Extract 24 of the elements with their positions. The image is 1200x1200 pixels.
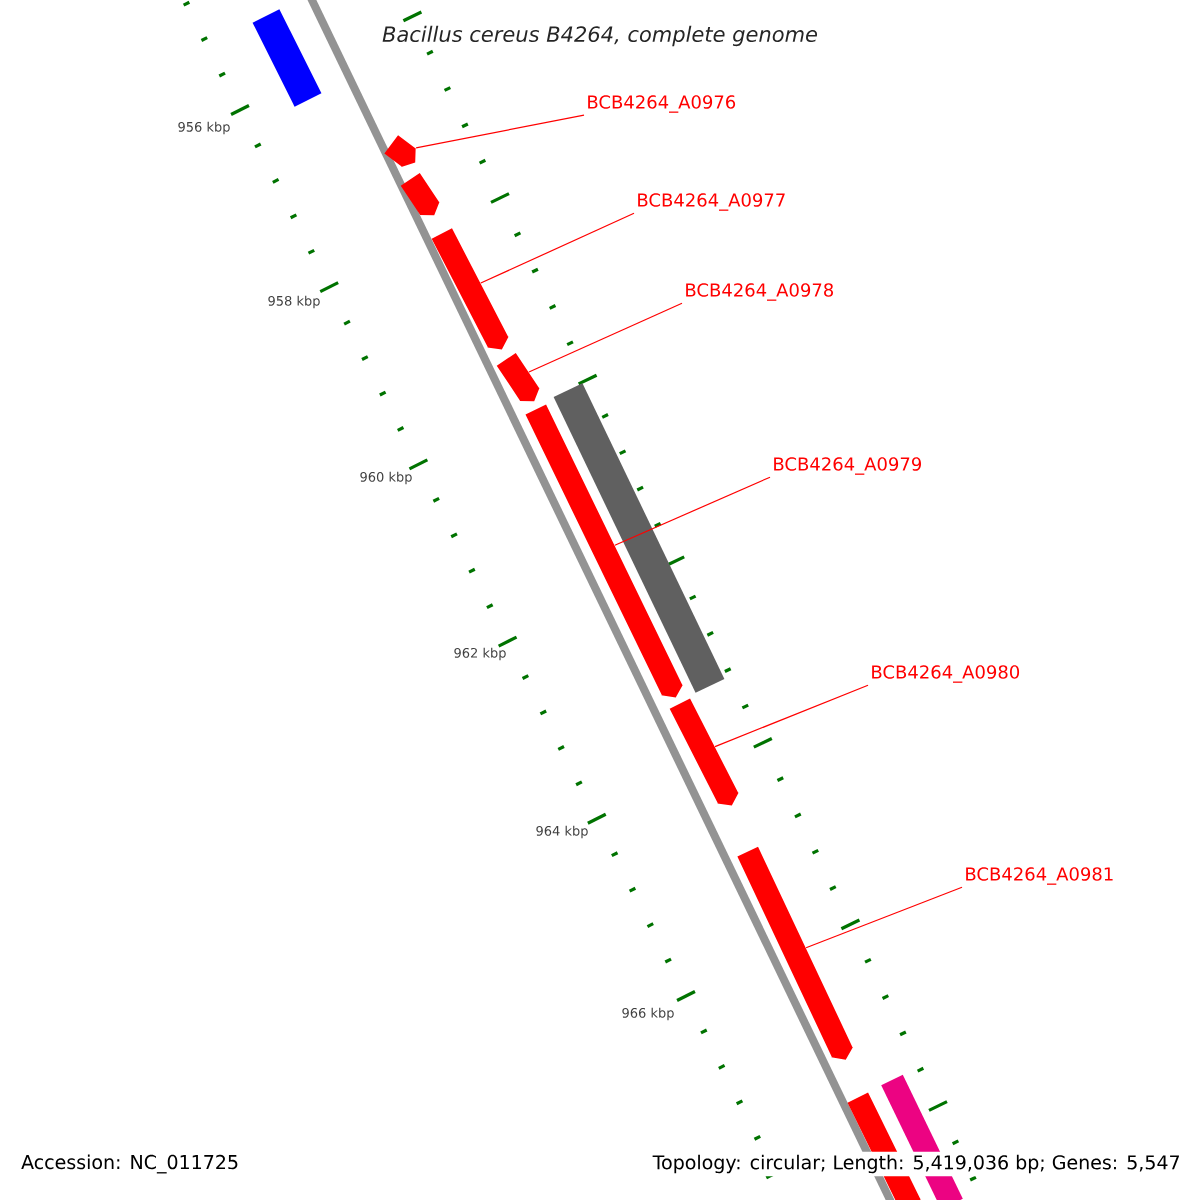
gene-feature [737, 846, 853, 1060]
gene-feature [400, 173, 440, 216]
leader-line [480, 212, 635, 284]
leader-line [415, 114, 585, 149]
footer-text: Accession: NC_011725 [21, 1154, 238, 1174]
leader-line [805, 886, 963, 949]
gene-label: BCB4264_A0981 [966, 867, 1113, 885]
gene-label: BCB4264_A0979 [774, 457, 921, 475]
gene-label: BCB4264_A0980 [872, 665, 1020, 683]
gene-feature [252, 9, 322, 107]
gene-feature [553, 383, 725, 693]
leader-line [614, 476, 771, 546]
leader-line [528, 302, 683, 373]
gene-feature [669, 698, 739, 806]
title: Bacillus cereus B4264, complete genome [382, 25, 818, 47]
gene-feature [384, 135, 416, 167]
gene-label: BCB4264_A0976 [588, 95, 736, 113]
gene-feature [431, 228, 509, 350]
gene-label: BCB4264_A0978 [686, 283, 834, 301]
gene-feature [496, 353, 540, 402]
footer-text: Topology: circular; Length: 5,419,036 bp; Genes: 5,547 [649, 1151, 1184, 1177]
gene-label: BCB4264_A0977 [638, 193, 785, 211]
gene-feature [525, 404, 683, 698]
leader-line [714, 684, 869, 748]
